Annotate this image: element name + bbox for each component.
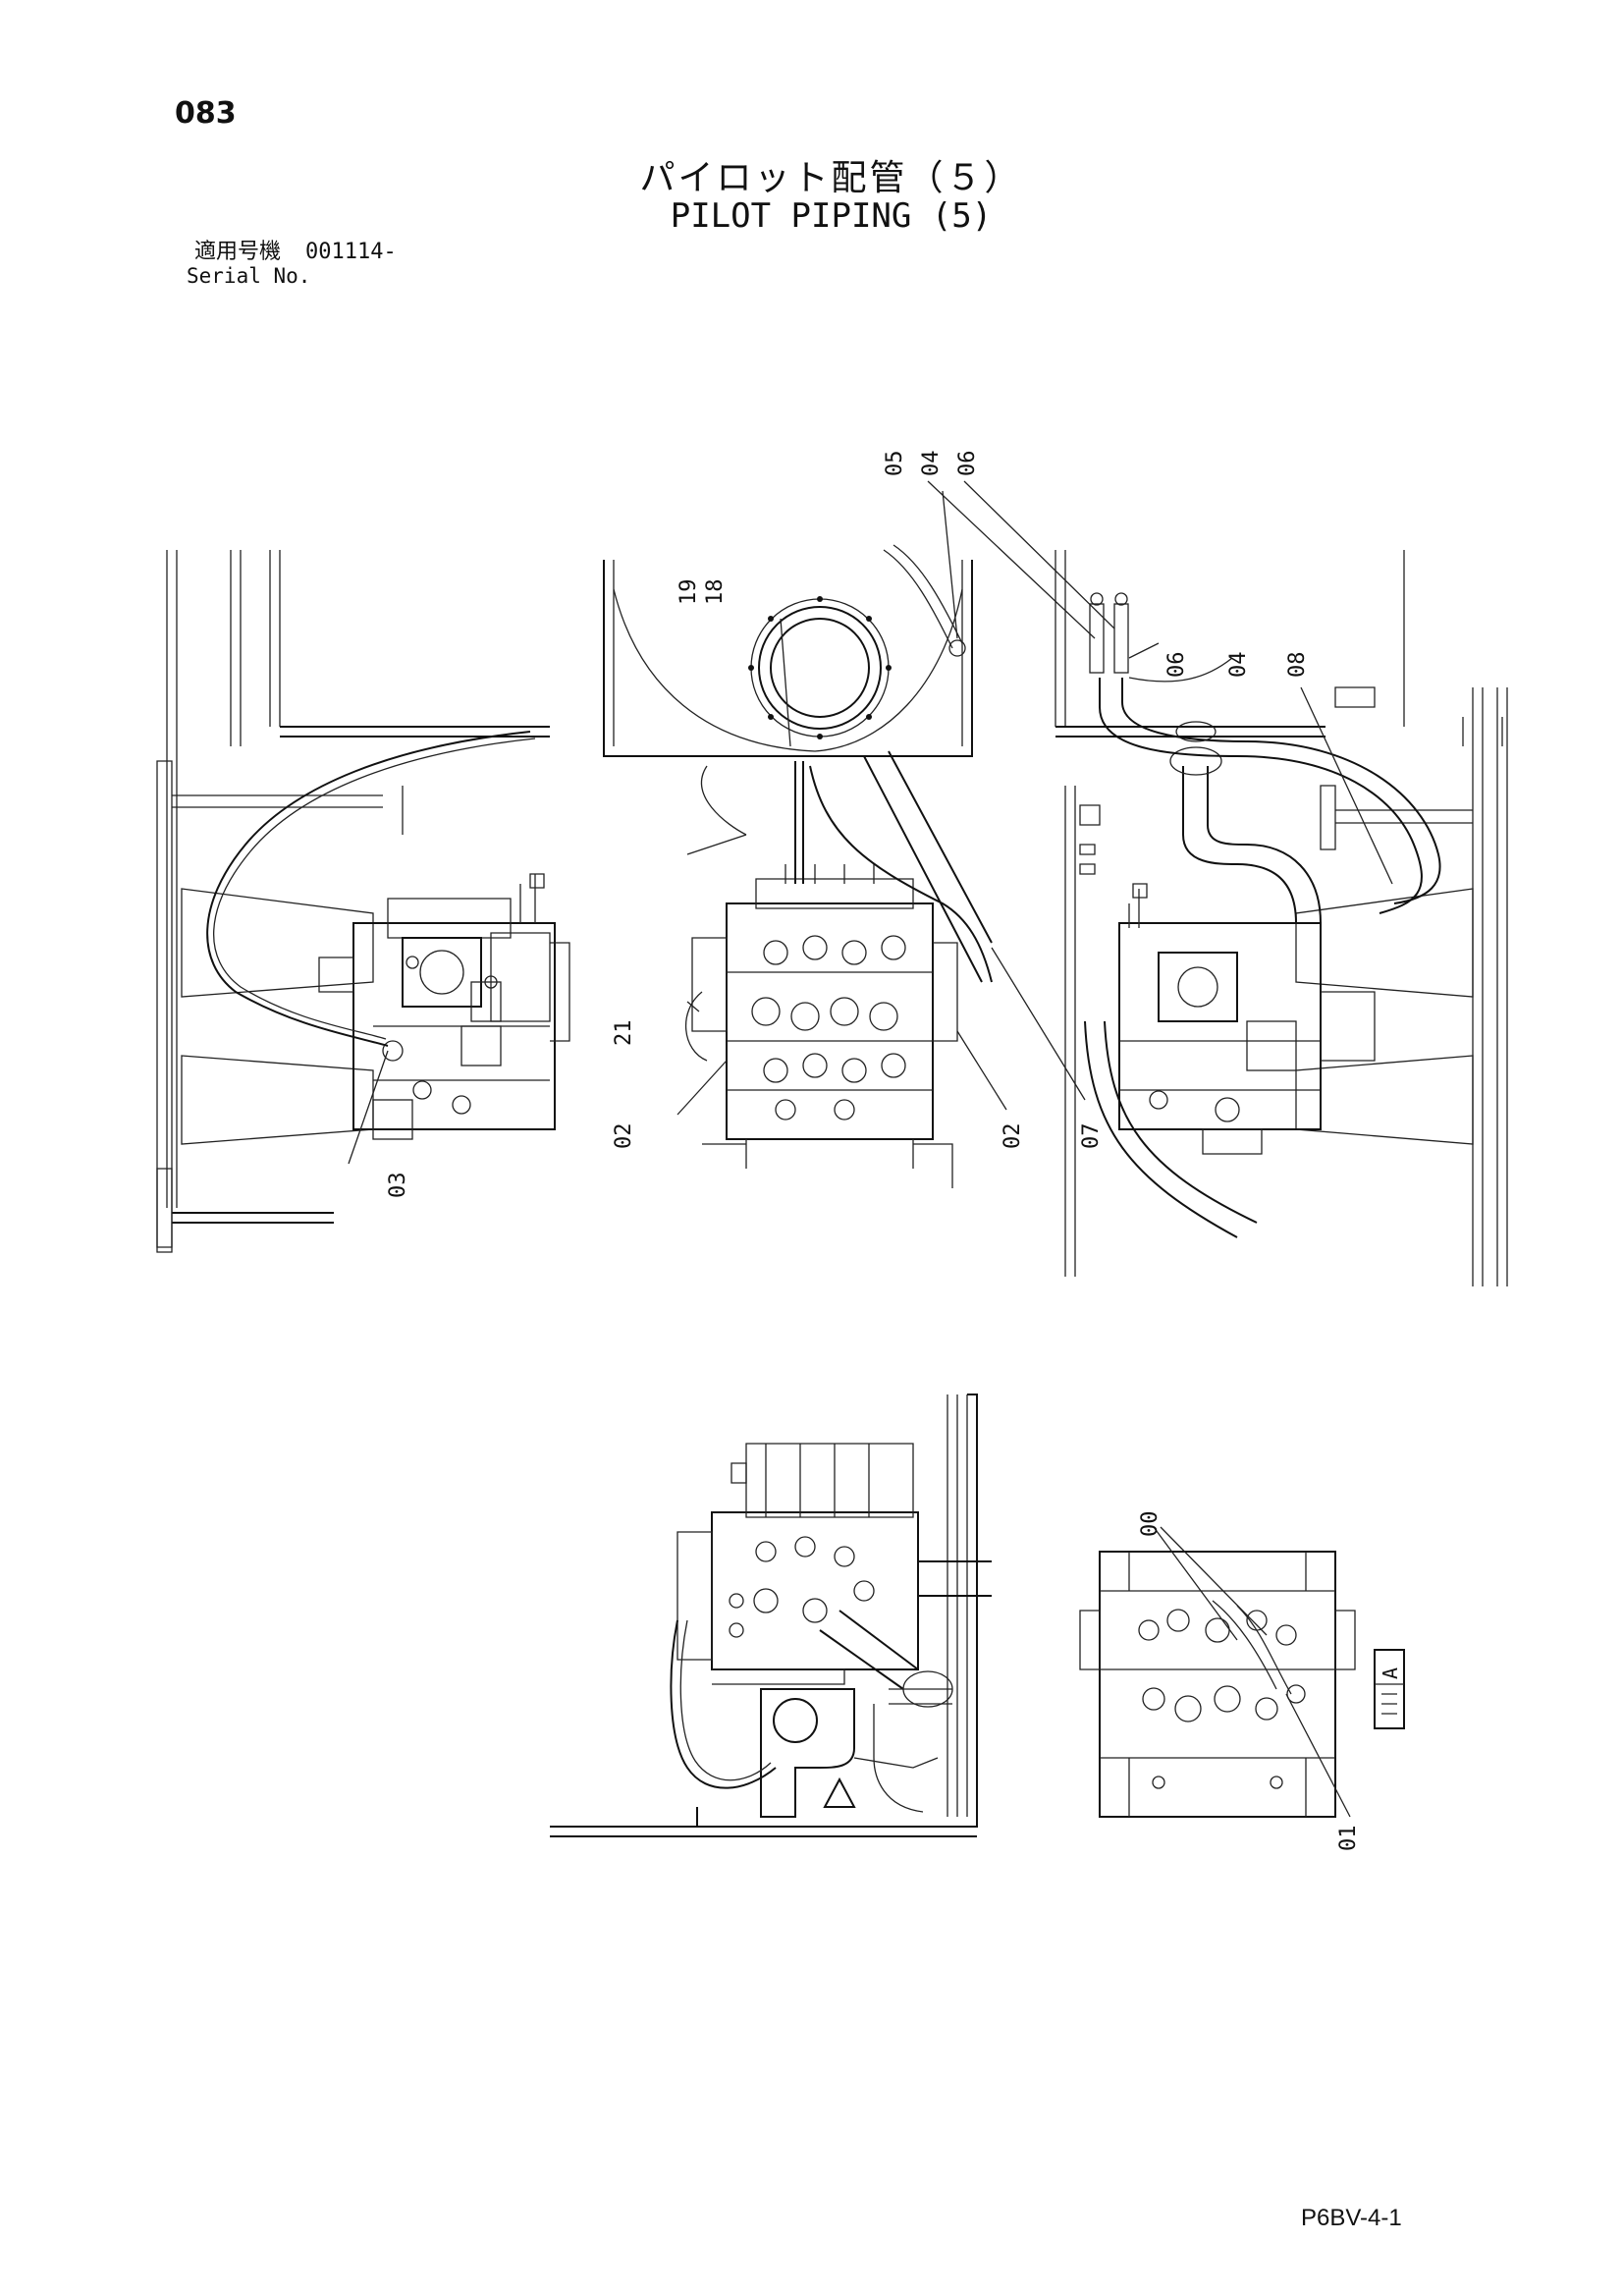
callout-00: 00: [1138, 1511, 1163, 1538]
callout-06-top: 06: [955, 451, 980, 477]
callout-21: 21: [612, 1020, 636, 1047]
right-view-pump: 06 04 08: [1055, 550, 1508, 1286]
view-marker: A: [1379, 1667, 1402, 1679]
callout-02-left: 02: [612, 1123, 636, 1150]
title-japanese: パイロット配管（５）: [639, 158, 1023, 198]
serial-label-en: Serial No.: [187, 264, 311, 288]
callout-18: 18: [703, 579, 728, 606]
callout-04-top: 04: [919, 451, 944, 477]
left-view-pump: 03: [156, 550, 570, 1253]
callout-19: 19: [676, 579, 701, 606]
callout-01: 01: [1336, 1826, 1361, 1852]
center-view-valve: 19 18 21 02 02 07 05 04 06: [603, 451, 1115, 1188]
serial-block: 適用号機 001114- Serial No.: [187, 240, 397, 289]
callout-04-right: 04: [1226, 652, 1251, 679]
serial-value: 001114-: [305, 240, 397, 264]
footer-code: P6BV-4-1: [1301, 2205, 1402, 2231]
page-number: 083: [175, 96, 237, 131]
serial-label-jp: 適用号機: [194, 240, 282, 264]
callout-05: 05: [883, 451, 907, 477]
callout-07: 07: [1079, 1123, 1104, 1150]
bottom-center-view: [550, 1394, 992, 1837]
callout-08: 08: [1285, 652, 1310, 679]
callout-03: 03: [386, 1173, 410, 1199]
title-english: PILOT PIPING (5): [670, 196, 993, 236]
callout-06-right: 06: [1164, 652, 1189, 679]
bottom-right-view: 00 01 A: [1079, 1511, 1405, 1852]
callout-02-right: 02: [1001, 1123, 1025, 1150]
